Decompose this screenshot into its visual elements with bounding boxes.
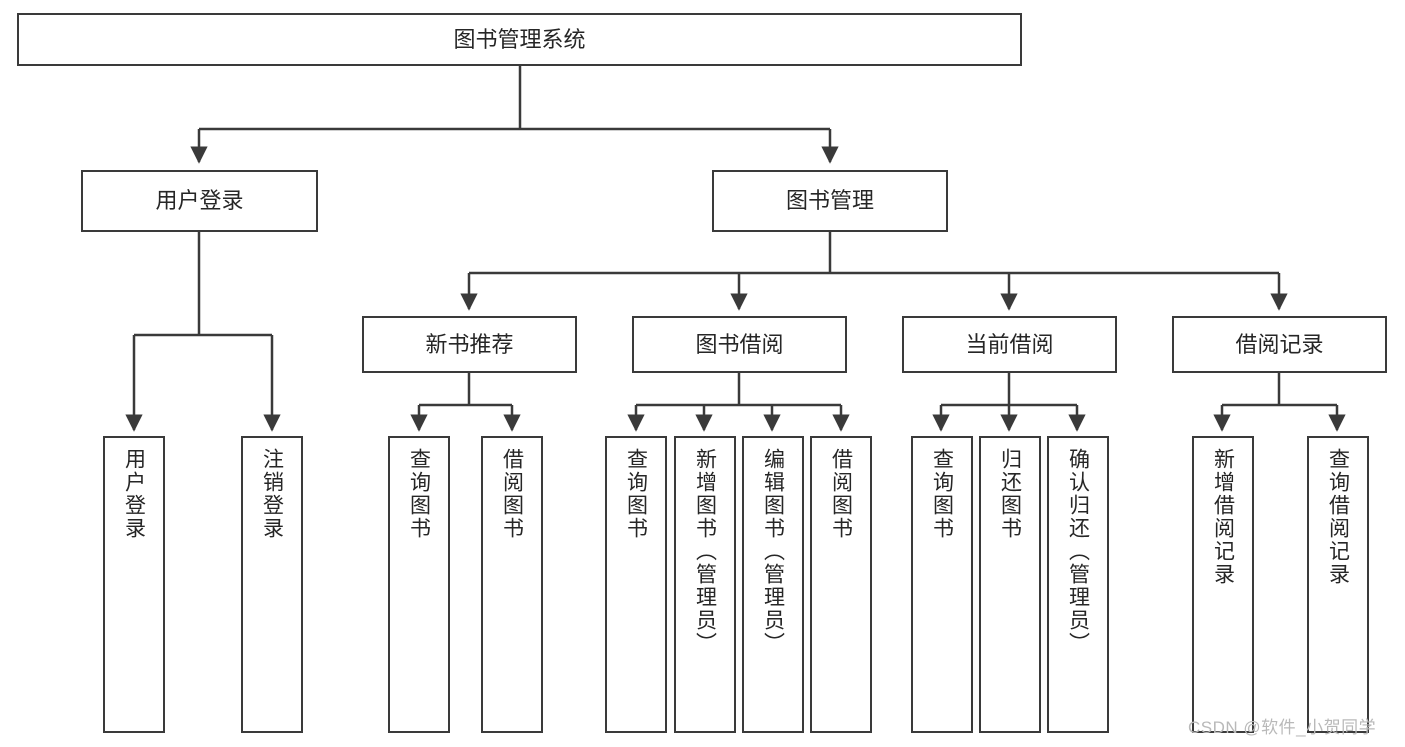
node-user-login[interactable]: 用户登录 xyxy=(81,170,318,232)
node-label: 当前借阅 xyxy=(965,331,1054,357)
node-borrow-record[interactable]: 借阅记录 xyxy=(1172,316,1387,373)
node-current-borrow[interactable]: 当前借阅 xyxy=(902,316,1117,373)
node-label: 查询图书 xyxy=(930,448,954,540)
leaf-current-query-book[interactable]: 查询图书 xyxy=(911,436,973,733)
leaf-borrow-add-book-admin[interactable]: 新增图书（管理员） xyxy=(674,436,736,733)
node-label: 查询图书 xyxy=(407,448,431,540)
node-label: 新增借阅记录 xyxy=(1211,448,1235,586)
node-label: 归还图书 xyxy=(998,448,1022,540)
leaf-borrow-borrow-book[interactable]: 借阅图书 xyxy=(810,436,872,733)
node-label: 借阅记录 xyxy=(1235,331,1324,357)
leaf-current-return-book[interactable]: 归还图书 xyxy=(979,436,1041,733)
node-label: 编辑图书（管理员） xyxy=(761,448,785,655)
node-label: 新书推荐 xyxy=(425,331,514,357)
leaf-user-login[interactable]: 用户登录 xyxy=(103,436,165,733)
leaf-record-add-record[interactable]: 新增借阅记录 xyxy=(1192,436,1254,733)
node-label: 借阅图书 xyxy=(500,448,524,540)
node-label: 图书借阅 xyxy=(695,331,784,357)
leaf-recommend-query-book[interactable]: 查询图书 xyxy=(388,436,450,733)
leaf-borrow-edit-book-admin[interactable]: 编辑图书（管理员） xyxy=(742,436,804,733)
leaf-recommend-borrow-book[interactable]: 借阅图书 xyxy=(481,436,543,733)
node-label: 图书管理系统 xyxy=(453,26,586,52)
leaf-borrow-query-book[interactable]: 查询图书 xyxy=(605,436,667,733)
node-book-management-system[interactable]: 图书管理系统 xyxy=(17,13,1022,66)
node-label: 新增图书（管理员） xyxy=(693,448,717,655)
node-label: 用户登录 xyxy=(155,188,244,214)
node-label: 注销登录 xyxy=(260,448,284,540)
leaf-user-logout[interactable]: 注销登录 xyxy=(241,436,303,733)
node-new-book-recommend[interactable]: 新书推荐 xyxy=(362,316,577,373)
node-label: 确认归还（管理员） xyxy=(1066,448,1090,655)
node-book-management[interactable]: 图书管理 xyxy=(712,170,948,232)
leaf-current-confirm-return-admin[interactable]: 确认归还（管理员） xyxy=(1047,436,1109,733)
node-label: 用户登录 xyxy=(122,448,146,540)
watermark: CSDN @软件_小贺同学 xyxy=(1188,718,1377,737)
node-book-borrow[interactable]: 图书借阅 xyxy=(632,316,847,373)
leaf-record-query-record[interactable]: 查询借阅记录 xyxy=(1307,436,1369,733)
node-label: 借阅图书 xyxy=(829,448,853,540)
node-label: 查询借阅记录 xyxy=(1326,448,1350,586)
node-label: 图书管理 xyxy=(785,188,874,214)
node-label: 查询图书 xyxy=(624,448,648,540)
